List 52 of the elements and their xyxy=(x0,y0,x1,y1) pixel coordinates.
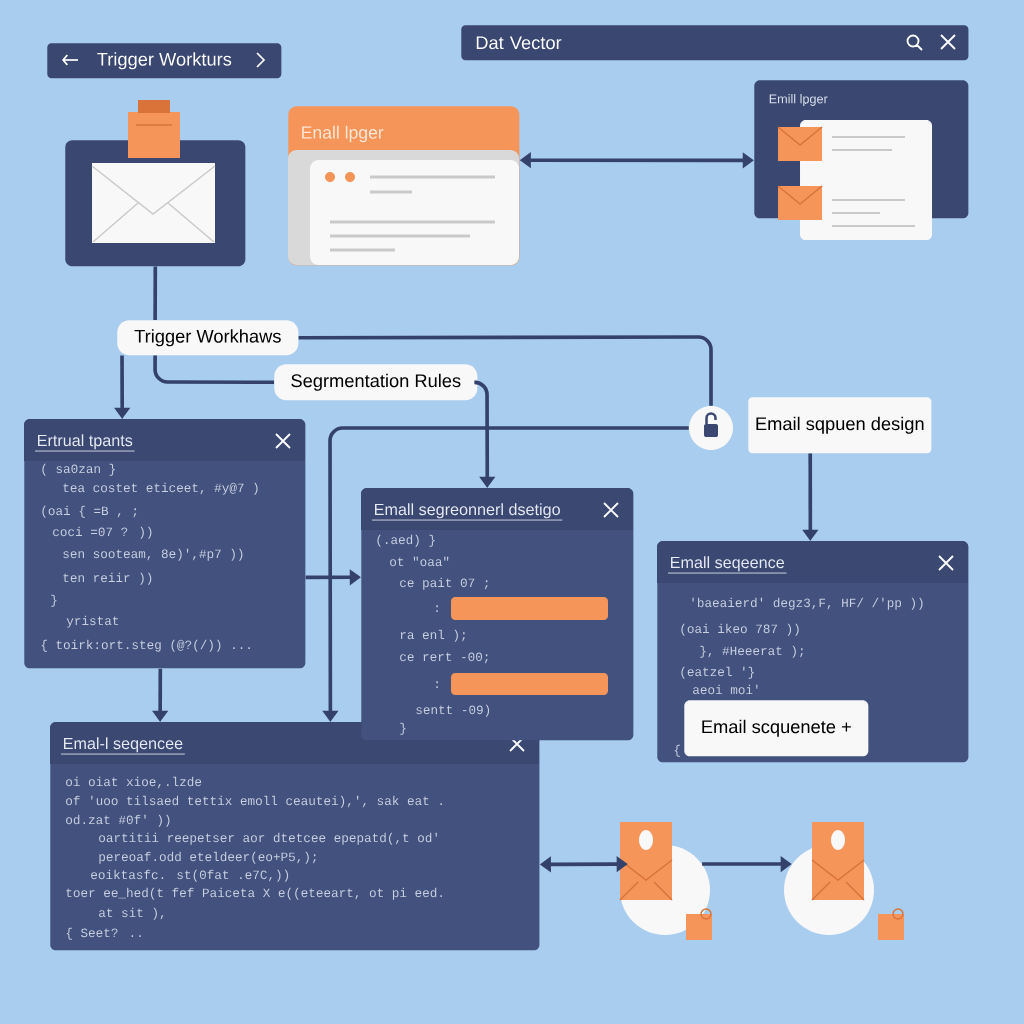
panel-title: Emal-l seqencee xyxy=(60,737,186,755)
lock-button xyxy=(689,406,733,450)
code-panel xyxy=(361,488,634,741)
code-line: oi oiat xioe,.lzde xyxy=(66,776,202,789)
code-line: : xyxy=(436,681,438,688)
code-line: ce rert -00; xyxy=(400,652,488,664)
code-line: } xyxy=(400,722,406,735)
email-list-card: Emill lpger xyxy=(754,80,969,240)
code-line: { toirk:ort.steg (@?(/)) ... xyxy=(41,639,250,652)
envelope-box-drawing xyxy=(65,100,246,267)
code-line: sen sooteam, 8e)',#p7 )) xyxy=(63,548,243,561)
code-line: (oai ikeo 787 )) xyxy=(681,623,799,636)
code-line: }, #Heeerat ); xyxy=(700,645,803,658)
code-line: { Seet? .. xyxy=(66,927,141,940)
code-line: tea costet eticeet, #y@7 ) xyxy=(63,482,258,495)
label-pill: Segrmentation Rules xyxy=(274,364,478,401)
code-line: ot "oaa" xyxy=(390,556,449,567)
mail-avatar-drawing xyxy=(619,822,712,940)
popup-box: Email scquenete + xyxy=(684,700,869,757)
title-bar: Trigger Workturs xyxy=(47,43,282,79)
code-line: at sit ), xyxy=(99,907,164,920)
code-line: yristat xyxy=(66,615,119,628)
search-bar: Dat Vector xyxy=(461,25,969,61)
code-line: ten reiir )) xyxy=(63,572,152,585)
code-line: } xyxy=(51,594,57,607)
code-line: ce pait 07 ; xyxy=(400,577,488,590)
code-panel xyxy=(50,722,540,951)
code-line: (eatzel '} xyxy=(681,666,754,679)
code-line: eoiktasfc. st(0fat .e7C,)) xyxy=(91,869,289,882)
code-line: : xyxy=(436,605,438,612)
code-line: ra enl ); xyxy=(400,629,465,642)
code-line: ( sa0zan } xyxy=(42,463,115,476)
mail-avatar-drawing xyxy=(784,822,904,940)
code-line: toer ee_hed(t fef Paiceta X e((eteeart, ot pi eed. xyxy=(66,887,442,900)
code-line: aeoi moi' xyxy=(693,684,758,695)
code-line: oartitii reepetser aor dtetcee epepatd(,t od' xyxy=(99,832,437,845)
code-line: pereoaf.odd eteldeer(eo+P5,); xyxy=(99,851,316,864)
panel-title: Ertrual tpants xyxy=(34,434,135,452)
code-panel xyxy=(24,419,306,669)
code-line: 'baeaierd' degz3,F, HF/ /'pp )) xyxy=(692,597,923,610)
code-line: (oai { =B , ; xyxy=(42,505,137,518)
panel-title: Emall seqeence xyxy=(667,556,787,574)
label-box: Email sqpuen design xyxy=(748,397,932,454)
label-pill: Trigger Workhaws xyxy=(117,320,299,356)
code-line: od.zat #0f' )) xyxy=(66,814,170,827)
email-card: Enall lpger xyxy=(288,106,520,266)
code-line: (.aed) } xyxy=(377,534,435,547)
code-line: { xyxy=(674,744,680,757)
code-line: coci =07 ? )) xyxy=(53,526,152,539)
panel-title: Emall segreonnerl dsetigo xyxy=(371,503,563,521)
code-line: sentt -09) xyxy=(416,704,490,717)
code-line: of 'uoo tilsaed tettix emoll ceautei),', sak eat . xyxy=(66,795,442,808)
